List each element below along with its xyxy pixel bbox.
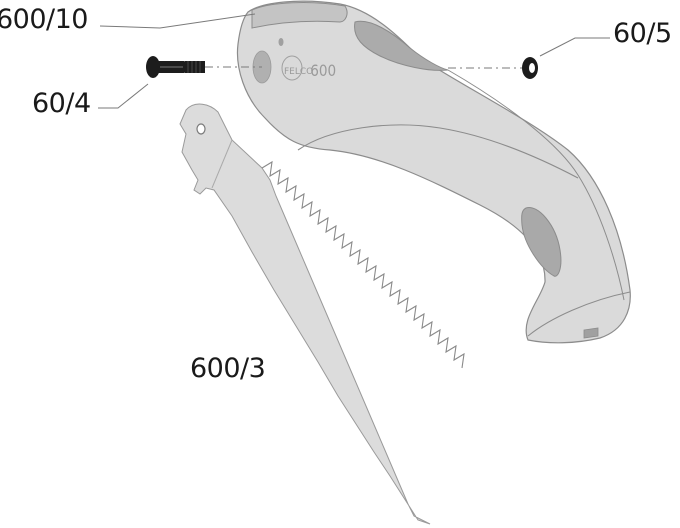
- leader-line-nut: [539, 37, 610, 57]
- bolt-part: [146, 56, 205, 78]
- part-label-bolt: 60/4: [32, 88, 91, 119]
- part-label-handle: 600/10: [0, 4, 89, 35]
- part-label-blade: 600/3: [190, 353, 266, 384]
- part-label-nut: 60/5: [613, 18, 672, 49]
- blade-part: [179, 103, 465, 525]
- leader-line-bolt: [98, 83, 149, 109]
- nut-part: [522, 57, 538, 79]
- leader-line-handle: [99, 13, 256, 29]
- brand-mark: FELCO: [284, 67, 313, 77]
- model-imprint: 600: [310, 62, 336, 80]
